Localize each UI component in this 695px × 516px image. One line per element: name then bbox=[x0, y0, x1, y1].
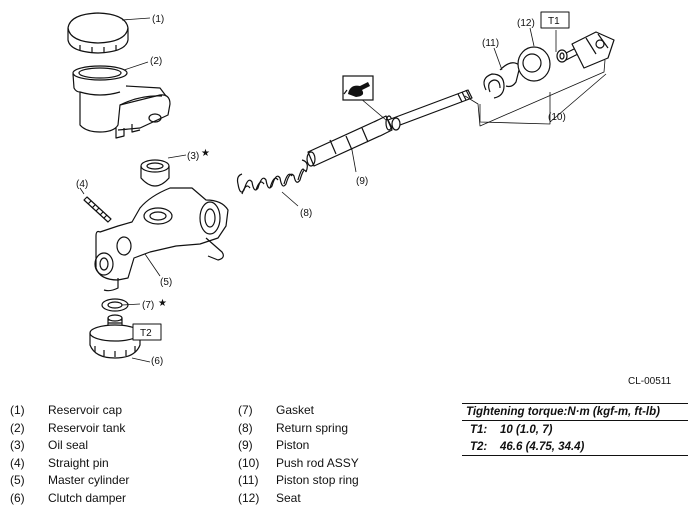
legend-item: (9) Piston bbox=[238, 437, 359, 455]
torque-tag-t2: T2 bbox=[140, 328, 152, 339]
legend-number: (2) bbox=[10, 420, 25, 435]
legend-label: Gasket bbox=[276, 403, 315, 417]
figure-code: CL-00511 bbox=[628, 376, 672, 387]
legend-number: (4) bbox=[10, 455, 25, 470]
torque-tag-t1: T1 bbox=[548, 16, 560, 27]
legend-item: (3) Oil seal bbox=[10, 437, 129, 455]
gasket-drawing bbox=[101, 298, 129, 312]
callout-4: (4) bbox=[76, 179, 88, 190]
piston-stop-ring-drawing bbox=[483, 62, 521, 99]
legend-label: Reservoir tank bbox=[48, 420, 126, 435]
callout-5: (5) bbox=[160, 277, 172, 288]
legend-number: (5) bbox=[10, 473, 25, 488]
parts-legend-right: (7) Gasket (8) Return spring (9) Piston (10… bbox=[238, 402, 359, 508]
callout-6: (6) bbox=[151, 356, 163, 367]
leader-lines bbox=[79, 17, 607, 363]
torque-label: T1: bbox=[470, 423, 488, 436]
legend-item: (12) Seat bbox=[238, 490, 359, 508]
torque-label: T2: bbox=[470, 440, 488, 453]
legend-item: (1) Reservoir cap bbox=[10, 402, 129, 420]
legend-item: (10) Push rod ASSY bbox=[238, 455, 359, 473]
legend-label: Master cylinder bbox=[48, 473, 130, 488]
legend-label: Oil seal bbox=[48, 438, 89, 453]
callout-3: (3) bbox=[187, 151, 199, 162]
callout-8: (8) bbox=[300, 208, 312, 219]
fluid-application-icon bbox=[342, 75, 374, 101]
parts-legend-left: (1) Reservoir cap (2) Reservoir tank (3) Oi… bbox=[10, 402, 129, 508]
callout-9: (9) bbox=[356, 176, 368, 187]
reservoir-cap-drawing bbox=[67, 12, 129, 54]
oil-seal-drawing bbox=[140, 159, 170, 187]
clutch-damper-drawing bbox=[89, 314, 141, 359]
legend-item: (7) Gasket bbox=[238, 402, 359, 420]
legend-label: Piston stop ring bbox=[276, 473, 359, 488]
torque-table-title: Tightening torque:N·m (kgf-m, ft-lb) bbox=[462, 403, 688, 421]
legend-number: (9) bbox=[238, 438, 253, 453]
legend-number: (11) bbox=[238, 473, 259, 488]
callout-2: (2) bbox=[150, 56, 162, 67]
callout-12: (12) bbox=[517, 18, 535, 29]
callout-11: (11) bbox=[482, 38, 499, 49]
reservoir-tank-drawing bbox=[72, 65, 171, 139]
legend-number: (8) bbox=[238, 420, 253, 435]
torque-value: 46.6 (4.75, 34.4) bbox=[500, 440, 585, 453]
legend-item: (4) Straight pin bbox=[10, 455, 129, 473]
legend-number: (1) bbox=[10, 403, 25, 417]
tightening-torque-table: Tightening torque:N·m (kgf-m, ft-lb) T1:… bbox=[462, 403, 688, 456]
legend-item: (8) Return spring bbox=[238, 420, 359, 438]
legend-number: (12) bbox=[238, 490, 260, 505]
legend-label: Reservoir cap bbox=[48, 403, 123, 417]
legend-number: (10) bbox=[238, 455, 260, 470]
legend-label: Push rod ASSY bbox=[276, 455, 359, 470]
straight-pin-drawing bbox=[83, 196, 112, 223]
piston-drawing bbox=[306, 115, 393, 167]
legend-label: Straight pin bbox=[48, 455, 109, 470]
push-rod-drawing bbox=[387, 31, 615, 131]
torque-value: 10 (1.0, 7) bbox=[500, 423, 553, 436]
legend-number: (3) bbox=[10, 438, 25, 453]
torque-tag-box-t2 bbox=[132, 323, 162, 341]
legend-item: (6) Clutch damper bbox=[10, 490, 129, 508]
torque-tag-box-t1 bbox=[540, 11, 570, 29]
exploded-parts-diagram: (1) (2) (3) ★ (4) (5) (7) ★ (6) (8) (9) … bbox=[67, 11, 615, 367]
legend-label: Clutch damper bbox=[48, 490, 127, 505]
legend-number: (7) bbox=[238, 403, 253, 417]
legend-number: (6) bbox=[10, 490, 25, 505]
torque-row-t1: T1: 10 (1.0, 7) bbox=[462, 421, 688, 438]
legend-item: (11) Piston stop ring bbox=[238, 472, 359, 490]
callout-1: (1) bbox=[152, 14, 164, 25]
legend-item: (5) Master cylinder bbox=[10, 472, 129, 490]
callout-7: (7) bbox=[142, 300, 154, 311]
callout-7-star: ★ bbox=[158, 298, 167, 309]
legend-label: Return spring bbox=[276, 420, 349, 435]
legend-label: Seat bbox=[276, 490, 301, 505]
seat-drawing bbox=[517, 46, 568, 82]
legend-label: Piston bbox=[276, 438, 310, 453]
torque-row-t2: T2: 46.6 (4.75, 34.4) bbox=[462, 438, 688, 456]
callout-10: (10) bbox=[548, 112, 566, 123]
legend-item: (2) Reservoir tank bbox=[10, 420, 129, 438]
master-cylinder-drawing bbox=[94, 187, 229, 292]
callout-3-star: ★ bbox=[201, 148, 210, 159]
return-spring-drawing bbox=[236, 159, 308, 195]
